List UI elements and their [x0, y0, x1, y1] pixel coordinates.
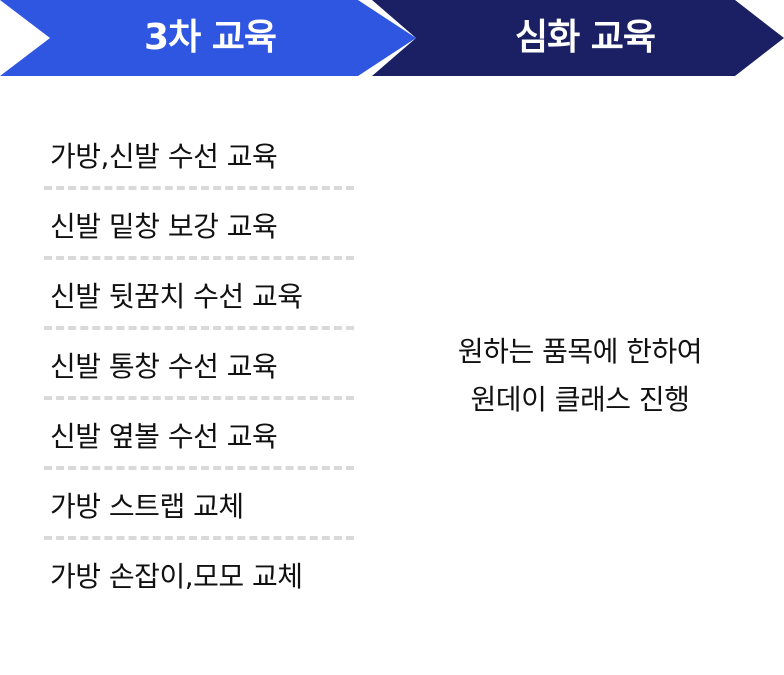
- stage-banner: 3차 교육 심화 교육: [0, 0, 784, 76]
- dashed-divider: [44, 326, 354, 330]
- advanced-label: 심화 교육: [514, 17, 656, 58]
- course-label: 신발 통창 수선 교육: [50, 350, 278, 383]
- list-item: 신발 옆볼 수선 교육: [44, 403, 354, 473]
- list-item: 신발 통창 수선 교육: [44, 333, 354, 403]
- list-item: 가방 스트랩 교체: [44, 473, 354, 543]
- course-label: 신발 옆볼 수선 교육: [50, 420, 278, 453]
- advanced-note: 원하는 품목에 한하여 원데이 클래스 진행: [405, 328, 755, 424]
- dashed-divider: [44, 396, 354, 400]
- dashed-divider: [44, 536, 354, 540]
- course-label: 가방 손잡이,모모 교체: [50, 560, 303, 593]
- course-list: 가방,신발 수선 교육 신발 밑창 보강 교육 신발 뒷꿈치 수선 교육 신발 …: [44, 123, 354, 613]
- note-line-1: 원하는 품목에 한하여: [457, 335, 703, 368]
- course-label: 신발 뒷꿈치 수선 교육: [50, 280, 303, 313]
- course-label: 가방 스트랩 교체: [50, 490, 244, 523]
- stage-arrow-left: [0, 0, 416, 76]
- dashed-divider: [44, 466, 354, 470]
- note-line-2: 원데이 클래스 진행: [470, 383, 690, 416]
- list-item: 가방 손잡이,모모 교체: [44, 543, 354, 613]
- list-item: 신발 뒷꿈치 수선 교육: [44, 263, 354, 333]
- dashed-divider: [44, 186, 354, 190]
- list-item: 신발 밑창 보강 교육: [44, 193, 354, 263]
- list-item: 가방,신발 수선 교육: [44, 123, 354, 193]
- course-label: 가방,신발 수선 교육: [50, 140, 278, 173]
- course-label: 신발 밑창 보강 교육: [50, 210, 278, 243]
- dashed-divider: [44, 256, 354, 260]
- stage-label: 3차 교육: [144, 17, 277, 58]
- stage-arrow-right: [372, 0, 784, 76]
- stage-arrows: [0, 0, 784, 76]
